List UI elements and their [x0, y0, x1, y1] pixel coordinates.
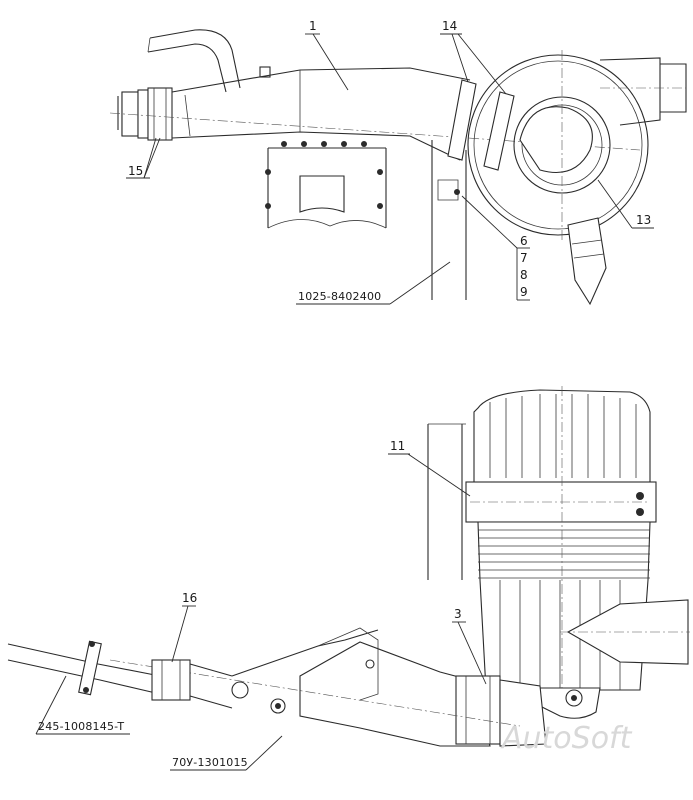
callout-7: 7 — [520, 251, 528, 265]
main-intake-duct — [109, 67, 641, 161]
fitting — [259, 66, 271, 78]
callout-14: 14 — [442, 19, 457, 33]
callout-1: 1 — [309, 19, 317, 33]
mounting-bracket — [265, 141, 387, 229]
frame-member-top — [431, 140, 467, 300]
callout-8: 8 — [520, 268, 528, 282]
air-cleaner-housing — [477, 386, 690, 719]
part-number-duct: 70У-1301015 — [172, 756, 248, 769]
part-number-frame: 1025-8402400 — [298, 290, 381, 303]
callout-6: 6 — [520, 234, 528, 248]
lower-intake-pipe — [109, 627, 547, 747]
air-cleaner-cap — [465, 389, 657, 523]
side-view: 11 16 3 245-1008145-T 70У-1301015 — [7, 386, 690, 771]
callout-11: 11 — [390, 439, 405, 453]
frame-member-side — [427, 423, 466, 580]
duct-clamps — [447, 79, 515, 171]
callout-16: 16 — [182, 591, 197, 605]
callout-9: 9 — [520, 285, 528, 299]
side-leaders — [35, 453, 487, 771]
left-hose-coupling — [117, 87, 173, 141]
watermark-text: AutoSoft — [500, 721, 633, 756]
top-leaders — [126, 33, 654, 305]
callout-15: 15 — [128, 164, 143, 178]
part-number-pipe: 245-1008145-T — [38, 720, 124, 733]
top-view: 1 14 15 13 6 7 8 9 1025-8402400 — [109, 19, 687, 306]
left-exhaust-pipe — [7, 640, 249, 709]
upper-feed-pipe — [147, 29, 241, 93]
callout-3: 3 — [454, 607, 462, 621]
callout-13: 13 — [636, 213, 651, 227]
air-cleaner-top — [467, 50, 687, 306]
